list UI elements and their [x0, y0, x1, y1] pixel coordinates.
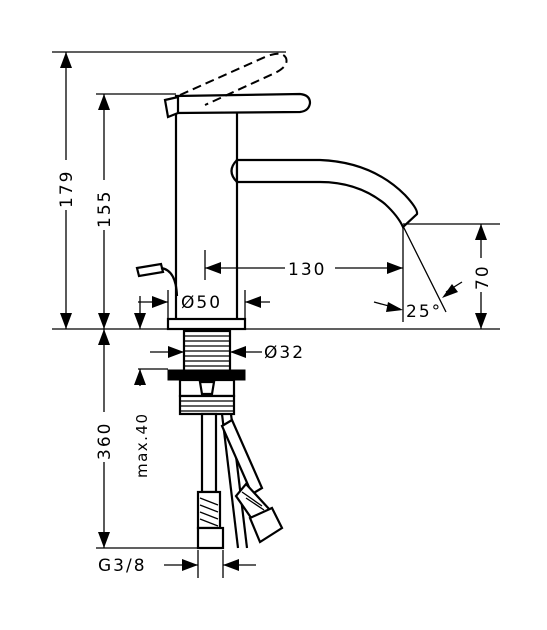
lever-raised-outline [179, 52, 288, 106]
dim-360-label: 360 [95, 422, 115, 460]
dim-g38-label: G3/8 [98, 556, 147, 576]
threaded-shank [167, 329, 246, 416]
dim-o50-label: Ø50 [181, 293, 222, 313]
spout-icon [230, 158, 419, 229]
dimension-overall-height: 179 [56, 52, 77, 329]
dim-25deg-label: 25° [406, 302, 442, 322]
dim-70-label: 70 [473, 264, 493, 290]
dimension-height-to-lever: 155 [94, 94, 115, 329]
dim-130-label: 130 [288, 260, 326, 280]
dimension-connection-thread: G3/8 [98, 556, 256, 576]
dimension-spout-reach: 130 [205, 260, 403, 280]
dimension-below-deck-length: 360 [94, 329, 115, 548]
supply-hose-icon [196, 412, 284, 550]
dimension-max-deck-thickness: max.40 [133, 296, 151, 478]
popup-rod-icon [135, 262, 179, 297]
faucet-body [166, 104, 247, 331]
reference-lines [52, 51, 500, 578]
dim-max40-label: max.40 [133, 412, 151, 478]
dimension-base-diameter: Ø50 [138, 290, 270, 319]
dimension-spout-angle: 25° [373, 281, 463, 322]
lever-handle-icon [163, 92, 312, 119]
dim-o32-label: Ø32 [264, 343, 305, 363]
dimension-spout-height: 70 [471, 224, 493, 329]
dim-155-label: 155 [95, 190, 115, 228]
dim-179-label: 179 [57, 170, 77, 208]
dimension-shank-diameter: Ø32 [150, 343, 305, 363]
